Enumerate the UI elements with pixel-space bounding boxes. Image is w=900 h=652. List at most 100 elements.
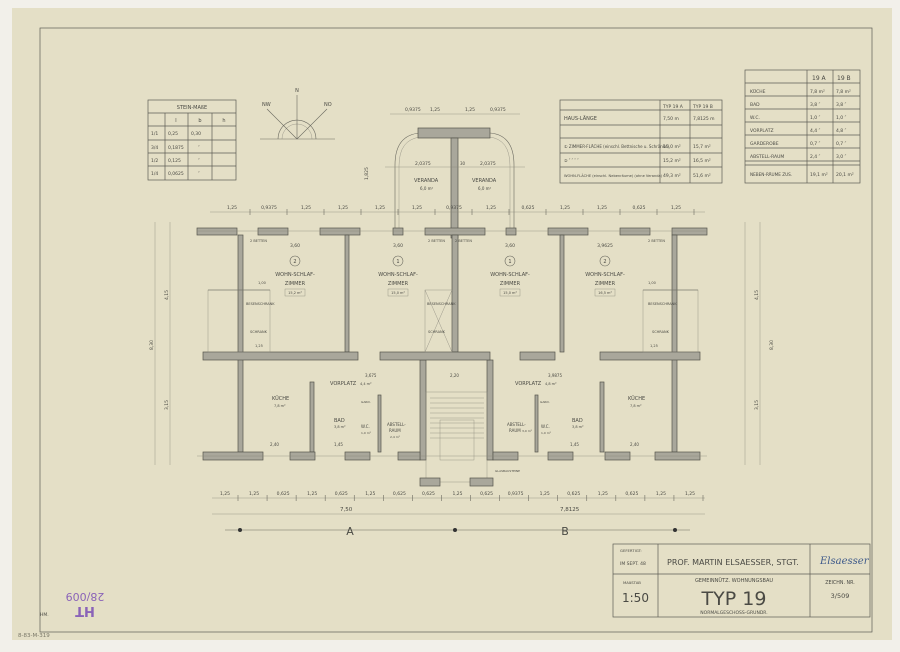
drawing-text: 1/1	[151, 131, 158, 137]
drawing-text: BESENSCHRANK	[246, 302, 275, 306]
drawing-text: IM SEPT. 48	[620, 561, 646, 567]
drawing-text: 3,60	[290, 243, 300, 249]
dimension-label: 1,25	[671, 205, 681, 211]
staircase	[419, 391, 494, 487]
dimension-label: 0,9375	[446, 205, 462, 211]
drawing-text: ″	[198, 145, 200, 151]
drawing-text: 1/4	[151, 171, 158, 177]
dimension-label: 0,625	[422, 491, 435, 497]
drawing-text: 2,0375	[415, 161, 431, 167]
drawing-text: 15,2 m²	[663, 158, 681, 164]
drawing-text: 15,0 m²	[503, 291, 517, 295]
drawing-text: 15,7 m²	[693, 144, 711, 150]
drawing-text: 16,5 m²	[598, 291, 612, 295]
drawing-text: 4,4 ″	[810, 128, 821, 134]
drawing-text: 3,15	[754, 400, 760, 410]
drawing-text: 3,0 m²	[522, 429, 533, 433]
drawing-text: 1,25	[430, 107, 440, 113]
dimension-label: 1,25	[598, 491, 608, 497]
drawing-text: 3,8 m²	[572, 425, 584, 429]
drawing-text: 1,0 m²	[541, 431, 552, 435]
drawing-text: GLASBAUSTEINE	[495, 469, 520, 473]
floor-plan: 1,25 0,9375 1,25 1,25 1,25 1,25 0,9375 1,25 0,62…	[149, 205, 775, 538]
drawing-text: 2 BETTEN	[250, 239, 267, 243]
drawing-text: 1,25	[465, 107, 475, 113]
drawing-text: 8,30	[769, 340, 775, 350]
drawing-text: 1/2	[151, 158, 158, 164]
veranda-label: VERANDA	[472, 178, 497, 184]
drawing-text: 1,0 ″	[836, 115, 847, 121]
drawing-text: b	[198, 118, 201, 124]
total-length-b: 7,8125	[560, 507, 580, 513]
archive-stamp: HT 28/009	[66, 590, 105, 618]
drawing-text: W.C.	[541, 424, 550, 429]
signature: Elsaesser	[819, 556, 870, 567]
drawing-text: 51,6 m²	[693, 173, 711, 179]
drawing-text: WOHN-FLÄCHE (einschl. Nebenräume) (ohne …	[564, 173, 663, 178]
drawing-text: 0,7 ″	[836, 141, 847, 147]
drawing-text: W.C.	[361, 424, 370, 429]
drawing-text: 20,1 m²	[836, 172, 854, 178]
drawing-text: 1,825	[364, 167, 370, 180]
drawing-title: TYP 19	[701, 588, 767, 610]
drawing-text: 1,0 ″	[810, 115, 821, 121]
drawing-text: 7,8 m²	[274, 404, 286, 408]
total-length-a: 7,50	[340, 507, 353, 513]
drawing-text: SCHRANK	[250, 330, 268, 334]
drawing-text: 7,8 m²	[836, 89, 851, 95]
dimension-label: 1,25	[301, 205, 311, 211]
dimension-label: 0,625	[625, 491, 638, 497]
drawing-text: BAD	[572, 418, 583, 424]
drawing-text: 3,8 m²	[334, 425, 346, 429]
drawing-text: RAUM	[509, 428, 521, 433]
drawing-text: NORMALGESCHOSS-GRUNDR.	[700, 610, 767, 616]
drawing-text: 19 A	[812, 75, 827, 82]
dimension-label: 1,25	[365, 491, 375, 497]
drawing-text: 19 B	[837, 75, 851, 82]
drawing-text: 0,0625	[168, 171, 184, 177]
drawing-text: 2	[293, 259, 296, 265]
drawing-text: HAUS-LÄNGE	[564, 115, 597, 122]
drawing-text: ZIMMER	[285, 281, 306, 287]
drawing-text: 1,25	[650, 344, 658, 348]
drawing-text: 2,40	[270, 442, 279, 447]
dimension-label: 1,25	[412, 205, 422, 211]
archive-note: 8-83-M-319	[18, 633, 50, 639]
scale: 1:50	[622, 591, 649, 605]
dimension-label: 0,625	[480, 491, 493, 497]
dimension-label: 1,25	[338, 205, 348, 211]
drawing-text: l	[175, 118, 176, 124]
drawing-text: 30	[460, 161, 466, 166]
dimension-label: 1,25	[597, 205, 607, 211]
axis-label-b: B	[561, 525, 569, 538]
drawing-text: 1,45	[570, 442, 579, 447]
drawing-text: 7,8 m²	[630, 404, 642, 408]
drawing-text: 4,15	[754, 290, 760, 300]
dimension-label: 0,625	[522, 205, 535, 211]
dimension-label: 1,25	[486, 205, 496, 211]
drawing-text: ABSTELL-	[387, 422, 406, 427]
drawing-text: ″	[198, 171, 200, 177]
drawing-text: 15,0 m²	[663, 144, 681, 150]
drawing-text: NEBEN-RÄUME ZUS.	[750, 172, 792, 177]
drawing-text: 0,7 ″	[810, 141, 821, 147]
drawing-text: ″	[198, 158, 200, 164]
drawing-text: VORPLATZ	[515, 381, 542, 387]
drawing-text: 3,8 ″	[810, 102, 821, 108]
drawing-text: RAUM	[389, 428, 401, 433]
drawing-text: TYP 19 B	[692, 104, 713, 110]
drawing-text: 3,9625	[597, 243, 613, 249]
drawing-text: HT	[75, 603, 95, 618]
dimension-label: 0,9375	[508, 491, 524, 497]
drawing-text: 1	[508, 259, 511, 265]
dimension-label: 0,9375	[261, 205, 277, 211]
drawing-text: 1,00	[648, 281, 656, 285]
drawing-text: ZIMMER	[500, 281, 521, 287]
dimension-label: 1,25	[220, 491, 230, 497]
veranda-label: VERANDA	[414, 178, 439, 184]
drawing-text: 3,9875	[548, 373, 562, 378]
